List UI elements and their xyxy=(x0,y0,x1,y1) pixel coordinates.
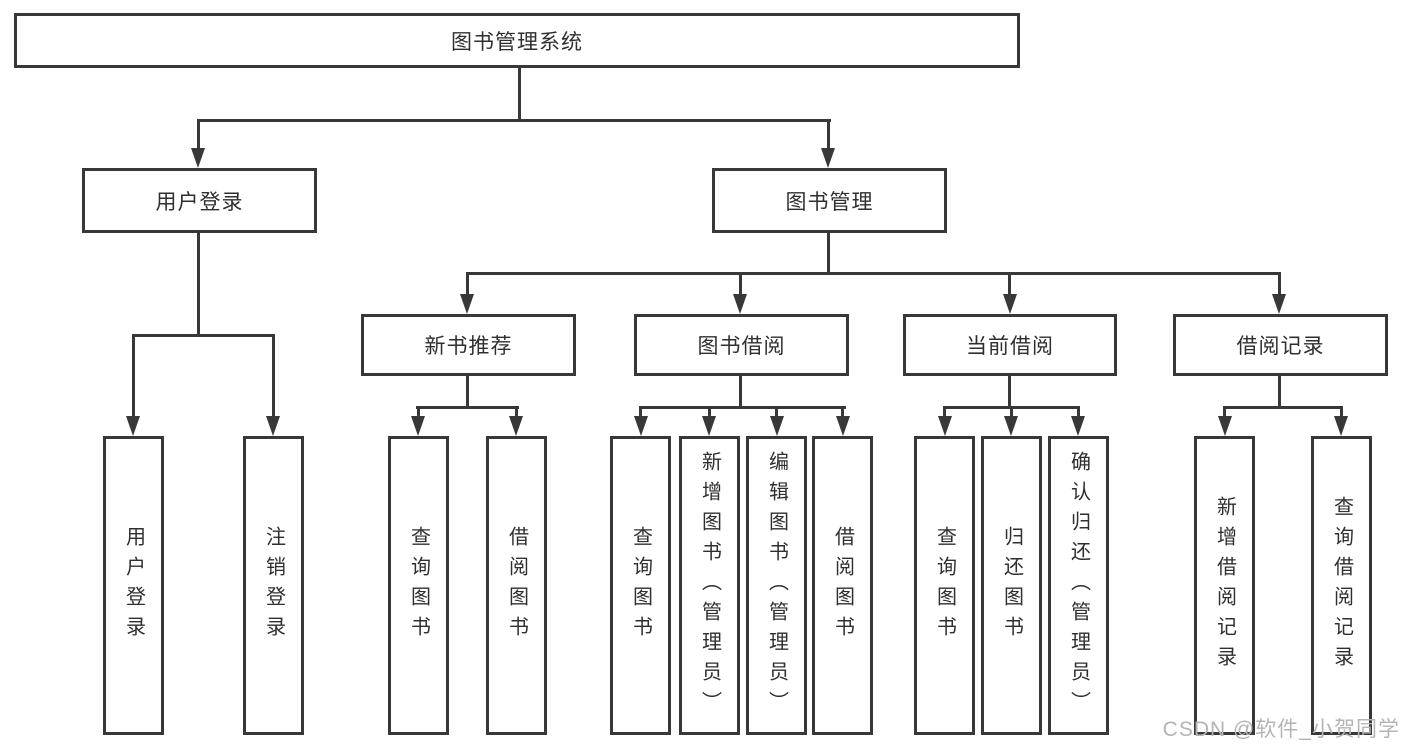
connector-drop xyxy=(1223,406,1226,418)
connector-user-login-bus xyxy=(132,334,275,337)
arrow-down-icon xyxy=(126,416,140,436)
leaf-user-login: 用户登录 xyxy=(103,436,164,735)
connector-drop xyxy=(515,406,518,418)
connector-level2-bus xyxy=(197,119,831,122)
arrow-down-icon xyxy=(266,416,280,436)
leaf-edit-book-admin: 编辑图书（管理员） xyxy=(746,436,807,735)
connector-drop xyxy=(1340,406,1343,418)
connector-user-login-stub xyxy=(197,233,200,337)
node-borrow-record: 借阅记录 xyxy=(1173,314,1388,376)
leaf-add-borrow-record: 新增借阅记录 xyxy=(1194,436,1255,735)
arrow-down-icon xyxy=(702,416,716,436)
arrow-down-icon xyxy=(1003,294,1017,314)
arrow-down-icon xyxy=(509,416,523,436)
connector-drop-book-borrow xyxy=(739,272,742,295)
node-book-management: 图书管理 xyxy=(712,168,947,233)
arrow-down-icon xyxy=(1218,416,1232,436)
connector-drop xyxy=(1010,406,1013,418)
connector-drop-borrow-record xyxy=(1278,272,1281,295)
node-library-management-system: 图书管理系统 xyxy=(14,13,1020,68)
arrow-down-icon xyxy=(1071,416,1085,436)
arrow-down-icon xyxy=(1004,416,1018,436)
connector-drop xyxy=(417,406,420,418)
arrow-down-icon xyxy=(191,148,205,168)
arrow-down-icon xyxy=(460,294,474,314)
arrow-down-icon xyxy=(733,294,747,314)
connector-drop-user-login xyxy=(197,119,200,148)
leaf-query-book-recommend: 查询图书 xyxy=(388,436,449,735)
leaf-query-book-borrow: 查询图书 xyxy=(610,436,671,735)
arrow-down-icon xyxy=(634,416,648,436)
connector-drop xyxy=(775,406,778,418)
connector-drop-leaf-logout xyxy=(272,334,275,416)
leaf-confirm-return-admin: 确认归还（管理员） xyxy=(1048,436,1109,735)
node-new-book-recommend: 新书推荐 xyxy=(361,314,576,376)
arrow-down-icon xyxy=(770,416,784,436)
leaf-borrow-book: 借阅图书 xyxy=(812,436,873,735)
csdn-watermark: CSDN @软件_小贺同学 xyxy=(1162,718,1400,741)
node-current-borrow: 当前借阅 xyxy=(903,314,1117,376)
arrow-down-icon xyxy=(836,416,850,436)
connector-drop xyxy=(841,406,844,418)
connector-book-borrow-bus xyxy=(639,406,846,409)
leaf-return-book: 归还图书 xyxy=(981,436,1042,735)
connector-new-book-bus xyxy=(416,406,519,409)
arrow-down-icon xyxy=(1272,294,1286,314)
connector-drop-leaf-user-login xyxy=(132,334,135,416)
connector-drop xyxy=(708,406,711,418)
leaf-add-book-admin: 新增图书（管理员） xyxy=(679,436,740,735)
leaf-logout: 注销登录 xyxy=(243,436,304,735)
connector-drop-current-borrow xyxy=(1008,272,1011,295)
arrow-down-icon xyxy=(411,416,425,436)
arrow-down-icon xyxy=(821,148,835,168)
connector-drop-book-management xyxy=(827,119,830,148)
leaf-borrow-book-recommend: 借阅图书 xyxy=(486,436,547,735)
connector-drop xyxy=(1077,406,1080,418)
connector-book-borrow-stub xyxy=(739,376,742,408)
connector-drop-new-book xyxy=(466,272,469,295)
node-book-borrow: 图书借阅 xyxy=(634,314,849,376)
arrow-down-icon xyxy=(938,416,952,436)
connector-level3-bus xyxy=(466,272,1281,275)
node-user-login: 用户登录 xyxy=(82,168,317,233)
connector-borrow-record-bus xyxy=(1223,406,1343,409)
leaf-query-borrow-record: 查询借阅记录 xyxy=(1311,436,1372,735)
connector-drop xyxy=(943,406,946,418)
leaf-query-book-current: 查询图书 xyxy=(914,436,975,735)
connector-book-management-stub xyxy=(827,233,830,274)
connector-borrow-record-stub xyxy=(1278,376,1281,408)
connector-current-borrow-stub xyxy=(1008,376,1011,408)
connector-drop xyxy=(639,406,642,418)
connector-root-stub xyxy=(518,68,521,121)
connector-new-book-stub xyxy=(466,376,469,408)
arrow-down-icon xyxy=(1334,416,1348,436)
